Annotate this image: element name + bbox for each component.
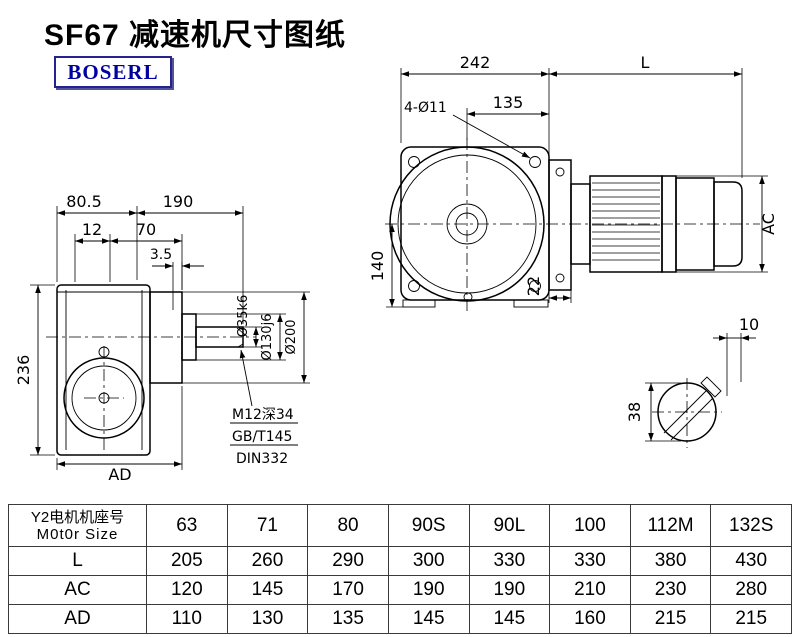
dim-10-label: 10 <box>739 315 759 334</box>
motor-size-label-en: M0t0r Size <box>36 525 119 543</box>
table-cell: 90L <box>468 504 551 547</box>
table-row-AC: AC 120 145 170 190 190 210 230 280 <box>8 575 792 605</box>
dim-135-label: 135 <box>493 93 524 112</box>
technical-drawing: 80.5 190 12 70 3.5 236 AD <box>14 53 778 484</box>
dim-80-5-label: 80.5 <box>66 192 102 211</box>
dim-12-label: 12 <box>82 220 102 239</box>
shaft-section-detail: 10 38 <box>625 315 759 448</box>
dim-L-label: L <box>641 53 650 72</box>
table-cell: 170 <box>307 575 389 605</box>
table-cell: 132S <box>710 504 792 547</box>
note-gbt145-label: GB/T145 <box>232 429 292 445</box>
table-cell: 71 <box>226 504 309 547</box>
table-cell: 110 <box>146 604 228 634</box>
table-cell-row-label: AD <box>8 604 147 634</box>
dim-242-label: 242 <box>460 53 491 72</box>
table-cell: 80 <box>307 504 389 547</box>
table-cell: 330 <box>468 546 551 576</box>
left-view: 80.5 190 12 70 3.5 236 AD <box>14 192 310 484</box>
table-cell: 290 <box>307 546 389 576</box>
table-cell: 190 <box>468 575 551 605</box>
note-m12-label: M12深34 <box>232 407 294 423</box>
table-cell: 160 <box>549 604 631 634</box>
bolt-holes-label: 4-Ø11 <box>404 100 447 116</box>
table-row-AD: AD 110 130 135 145 145 160 215 215 <box>8 604 792 634</box>
dia-200-label: Ø200 <box>284 319 299 354</box>
brand-logo: BOSERL <box>54 56 172 88</box>
table-row-motor-size: Y2电机机座号 M0t0r Size 63 71 80 90S 90L 100 … <box>8 504 792 547</box>
table-cell: 145 <box>226 575 309 605</box>
table-cell: 112M <box>629 504 712 547</box>
front-view: 242 L 4-Ø11 135 140 22 AC <box>368 53 778 312</box>
dim-140-label: 140 <box>368 251 387 282</box>
table-cell: 330 <box>549 546 631 576</box>
table-cell: 430 <box>710 546 792 576</box>
dim-ac-label: AC <box>759 213 778 235</box>
table-cell: 145 <box>387 604 470 634</box>
table-cell: 145 <box>468 604 551 634</box>
page-title: SF67 减速机尺寸图纸 <box>44 19 347 52</box>
table-cell: 260 <box>226 546 309 576</box>
dia-130j6-label: Ø130j6 <box>260 314 275 361</box>
dim-ad-label: AD <box>108 465 131 484</box>
table-cell: 90S <box>387 504 470 547</box>
table-cell: 205 <box>146 546 228 576</box>
table-cell-motor-size-label: Y2电机机座号 M0t0r Size <box>8 504 147 547</box>
table-cell: 300 <box>387 546 470 576</box>
dim-70-label: 70 <box>136 220 156 239</box>
dim-3-5-label: 3.5 <box>150 247 172 263</box>
table-cell: 230 <box>629 575 712 605</box>
table-cell: 130 <box>226 604 309 634</box>
table-cell: 210 <box>549 575 631 605</box>
table-cell-row-label: L <box>8 546 147 576</box>
table-cell: 135 <box>307 604 389 634</box>
motor-size-label-cn: Y2电机机座号 <box>30 508 125 526</box>
table-cell: 215 <box>629 604 712 634</box>
dim-236-label: 236 <box>14 355 33 386</box>
table-cell: 280 <box>710 575 792 605</box>
table-cell: 190 <box>387 575 470 605</box>
table-cell: 63 <box>146 504 228 547</box>
table-row-L: L 205 260 290 300 330 330 380 430 <box>8 546 792 576</box>
dim-190-label: 190 <box>163 192 194 211</box>
table-cell: 215 <box>710 604 792 634</box>
dim-38-label: 38 <box>625 402 644 422</box>
table-cell: 380 <box>629 546 712 576</box>
table-cell-row-label: AC <box>8 575 147 605</box>
note-din332-label: DIN332 <box>236 451 288 467</box>
dimension-table: Y2电机机座号 M0t0r Size 63 71 80 90S 90L 100 … <box>8 504 792 634</box>
table-cell: 100 <box>549 504 631 547</box>
dim-22-label: 22 <box>524 276 543 296</box>
table-cell: 120 <box>146 575 228 605</box>
dia-35k6-label: Ø35k6 <box>236 295 251 338</box>
